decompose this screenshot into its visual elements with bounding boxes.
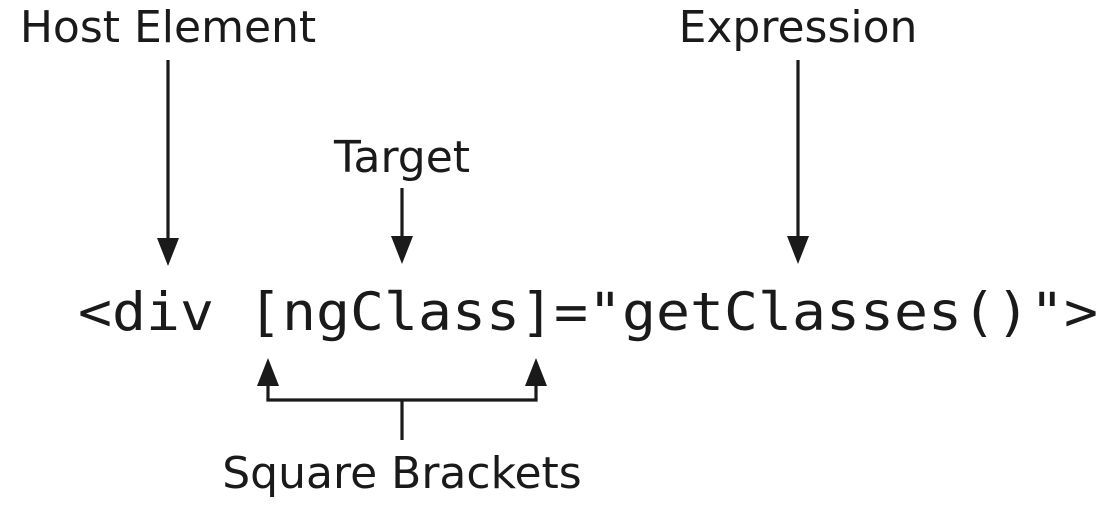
target-arrow [391, 188, 413, 264]
expression-arrow [787, 60, 809, 264]
host-element-arrow [157, 60, 179, 266]
square-brackets-label: Square Brackets [222, 448, 581, 499]
left-bracket-arrowhead [257, 358, 279, 386]
expression-label: Expression [679, 2, 918, 53]
right-bracket-arrowhead [525, 358, 547, 386]
target-label: Target [333, 132, 470, 183]
code-snippet: <div [ngClass]="getClasses()"> [78, 282, 1098, 343]
square-brackets-connector [257, 358, 547, 440]
host-element-label: Host Element [20, 2, 316, 53]
